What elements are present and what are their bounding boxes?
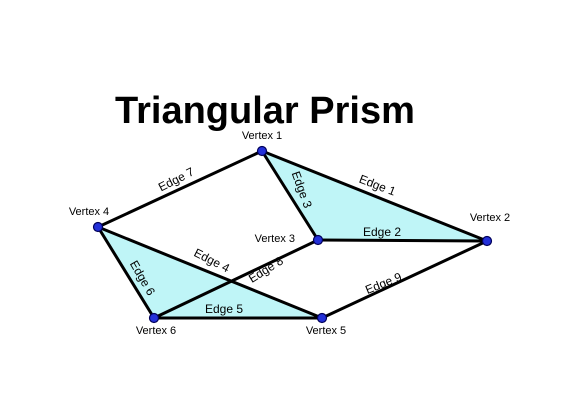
edge-1-line: [260, 149, 489, 243]
edges-layer: [96, 149, 489, 320]
vertex-5-label: Vertex 5: [306, 325, 346, 337]
vertex-4-dot: [92, 221, 104, 233]
vertex-3-dot: [312, 234, 324, 246]
vertex-2-dot: [481, 235, 493, 247]
edge-4-line: [96, 225, 324, 320]
edge-7-line: [96, 149, 264, 229]
vertex-4-label: Vertex 4: [69, 206, 109, 218]
edge-9-label: Edge 9: [363, 270, 404, 297]
edge-8-line: [152, 238, 320, 320]
diagram-title: Triangular Prism: [115, 90, 415, 132]
edge-5-label: Edge 5: [205, 302, 243, 316]
vertex-1-label: Vertex 1: [242, 130, 282, 142]
edge-3-line: [260, 149, 320, 242]
edge-6-line: [96, 225, 156, 320]
vertex-2-label: Vertex 2: [470, 212, 510, 224]
vertex-labels-layer: Vertex 1 Vertex 2 Vertex 3 Vertex 4 Vertex 5…: [69, 130, 510, 337]
vertex-3-label: Vertex 3: [255, 233, 295, 245]
edge-9-line: [320, 239, 489, 320]
vertex-5-dot: [316, 312, 328, 324]
vertices-layer: [92, 145, 493, 324]
vertex-1-dot: [256, 145, 268, 157]
edge-2-label: Edge 2: [363, 225, 401, 239]
vertex-6-dot: [148, 312, 160, 324]
edge-2-line: [316, 238, 489, 243]
edge-8-label: Edge 8: [246, 253, 286, 285]
vertex-6-label: Vertex 6: [136, 325, 176, 337]
